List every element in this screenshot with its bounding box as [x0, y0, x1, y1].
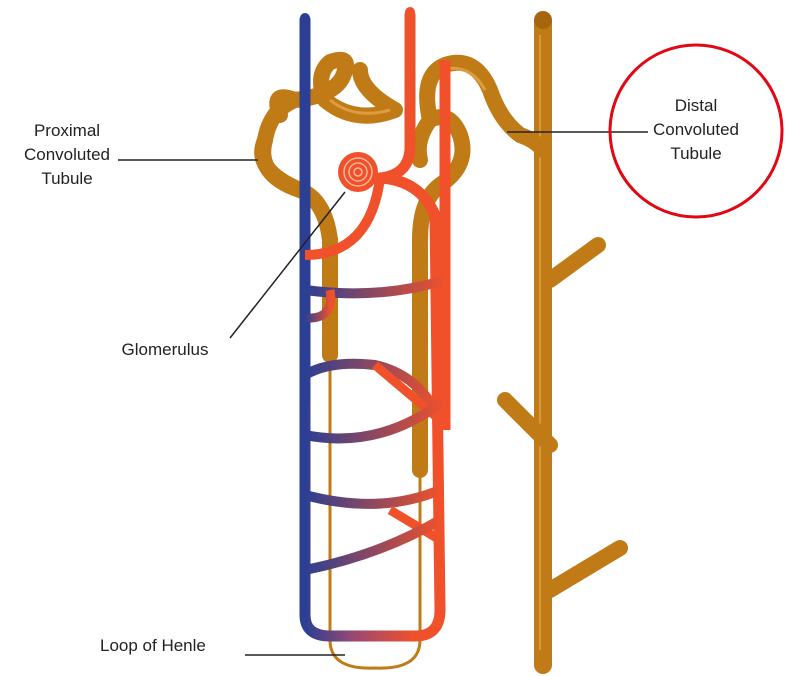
glomerulus-label: Glomerulus — [95, 338, 235, 362]
distal-label: Distal Convoluted Tubule — [641, 94, 751, 166]
artery-end-cap — [405, 7, 415, 17]
glomerulus — [338, 152, 378, 192]
duct-end-cap — [534, 11, 552, 29]
loop-of-henle — [330, 240, 420, 668]
collecting-duct — [505, 22, 620, 665]
vein-end-cap — [300, 13, 310, 23]
loop-of-henle-label: Loop of Henle — [100, 634, 245, 658]
proximal-label: Proximal Convoluted Tubule — [12, 119, 122, 191]
